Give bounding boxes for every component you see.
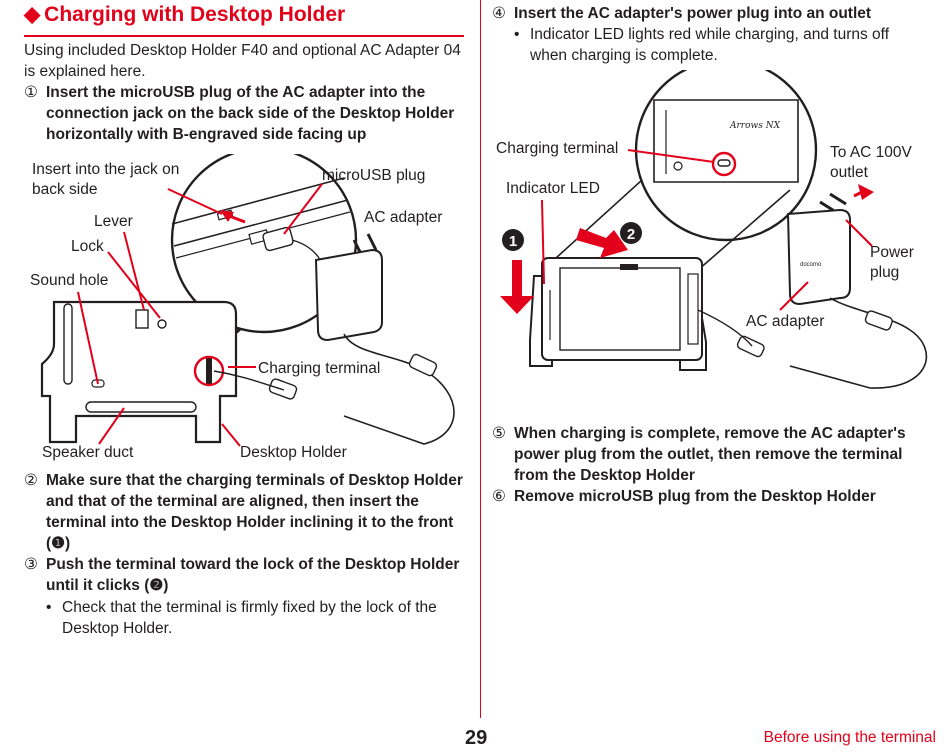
svg-text:2: 2: [627, 226, 635, 243]
ac-adapter-icon: [213, 233, 455, 445]
step-text: When charging is complete, remove the AC…: [514, 425, 906, 484]
label-microusb-plug: microUSB plug: [322, 167, 426, 184]
adapter-brand-text: docomo: [800, 262, 822, 268]
label-desktop-holder: Desktop Holder: [240, 444, 347, 461]
intro-paragraph: Using included Desktop Holder F40 and op…: [24, 42, 461, 80]
step-number: ②: [24, 472, 38, 489]
label-indicator-led: Indicator LED: [506, 180, 600, 197]
footer-section-link[interactable]: Before using the terminal: [763, 729, 936, 746]
svg-text:1: 1: [509, 233, 517, 250]
step-3-note: • Check that the terminal is firmly fixe…: [46, 597, 464, 639]
section-title: ◆Charging with Desktop Holder: [24, 2, 345, 27]
label-insert-jack: Insert into the jack on back side: [32, 161, 180, 198]
step-text: Insert the microUSB plug of the AC adapt…: [46, 84, 455, 143]
note-text: Check that the terminal is firmly fixed …: [62, 599, 437, 637]
bullet-icon: •: [514, 26, 520, 43]
device-brand-text: Arrows NX: [729, 121, 781, 131]
step-4: ④ Insert the AC adapter's power plug int…: [492, 3, 937, 24]
desktop-holder-icon: [40, 300, 238, 444]
holder-with-terminal-icon: [529, 257, 707, 371]
label-lever: Lever: [94, 213, 133, 230]
label-charging-terminal-2: Charging terminal: [496, 140, 619, 157]
terminal-in-holder-figure: Arrows NX docomo 1 2: [500, 70, 928, 389]
step-number: ③: [24, 556, 38, 573]
label-charging-terminal: Charging terminal: [258, 360, 381, 377]
marker-1-badge: [502, 229, 524, 251]
label-sound-hole: Sound hole: [30, 272, 109, 289]
figure-2-leader-lines: [541, 149, 873, 311]
step-number: ⑤: [492, 425, 506, 442]
insert-arrow-icon: [500, 260, 534, 314]
marker-2-badge: [620, 222, 642, 244]
diamond-icon: ◆: [24, 3, 41, 26]
figure-1-leader-lines: [77, 183, 323, 447]
step-4-note: • Indicator LED lights red while chargin…: [514, 24, 926, 66]
desktop-holder-back-figure: [40, 154, 455, 447]
label-ac-adapter: AC adapter: [364, 209, 443, 226]
push-arrow-icon: [576, 228, 628, 258]
note-text: Indicator LED lights red while charging,…: [530, 26, 889, 64]
step-3: ③ Push the terminal toward the lock of t…: [24, 554, 464, 596]
step-number: ①: [24, 84, 38, 101]
page-number: 29: [465, 727, 488, 749]
title-underline: [24, 35, 464, 37]
step-text: Remove microUSB plug from the Desktop Ho…: [514, 488, 876, 505]
label-ac-adapter-2: AC adapter: [746, 313, 825, 330]
step-text: Insert the AC adapter's power plug into …: [514, 5, 872, 22]
bullet-icon: •: [46, 599, 52, 616]
column-divider: [480, 0, 481, 718]
step-text: Push the terminal toward the lock of the…: [46, 556, 460, 594]
ac-adapter-icon: docomo: [697, 184, 928, 389]
step-5: ⑤ When charging is complete, remove the …: [492, 423, 940, 486]
label-speaker-duct: Speaker duct: [42, 444, 134, 461]
step-6: ⑥ Remove microUSB plug from the Desktop …: [492, 486, 940, 507]
label-power-plug: Power plug: [870, 244, 914, 281]
step-text: Make sure that the charging terminals of…: [46, 472, 463, 552]
label-to-outlet: To AC 100V outlet: [830, 144, 912, 181]
label-lock: Lock: [71, 238, 104, 255]
terminal-zoom-circle: Arrows NX: [634, 70, 818, 242]
step-1: ① Insert the microUSB plug of the AC ada…: [24, 82, 464, 145]
section-title-text: Charging with Desktop Holder: [44, 3, 346, 26]
step-number: ⑥: [492, 488, 506, 505]
step-2: ② Make sure that the charging terminals …: [24, 470, 464, 554]
step-number: ④: [492, 5, 506, 22]
